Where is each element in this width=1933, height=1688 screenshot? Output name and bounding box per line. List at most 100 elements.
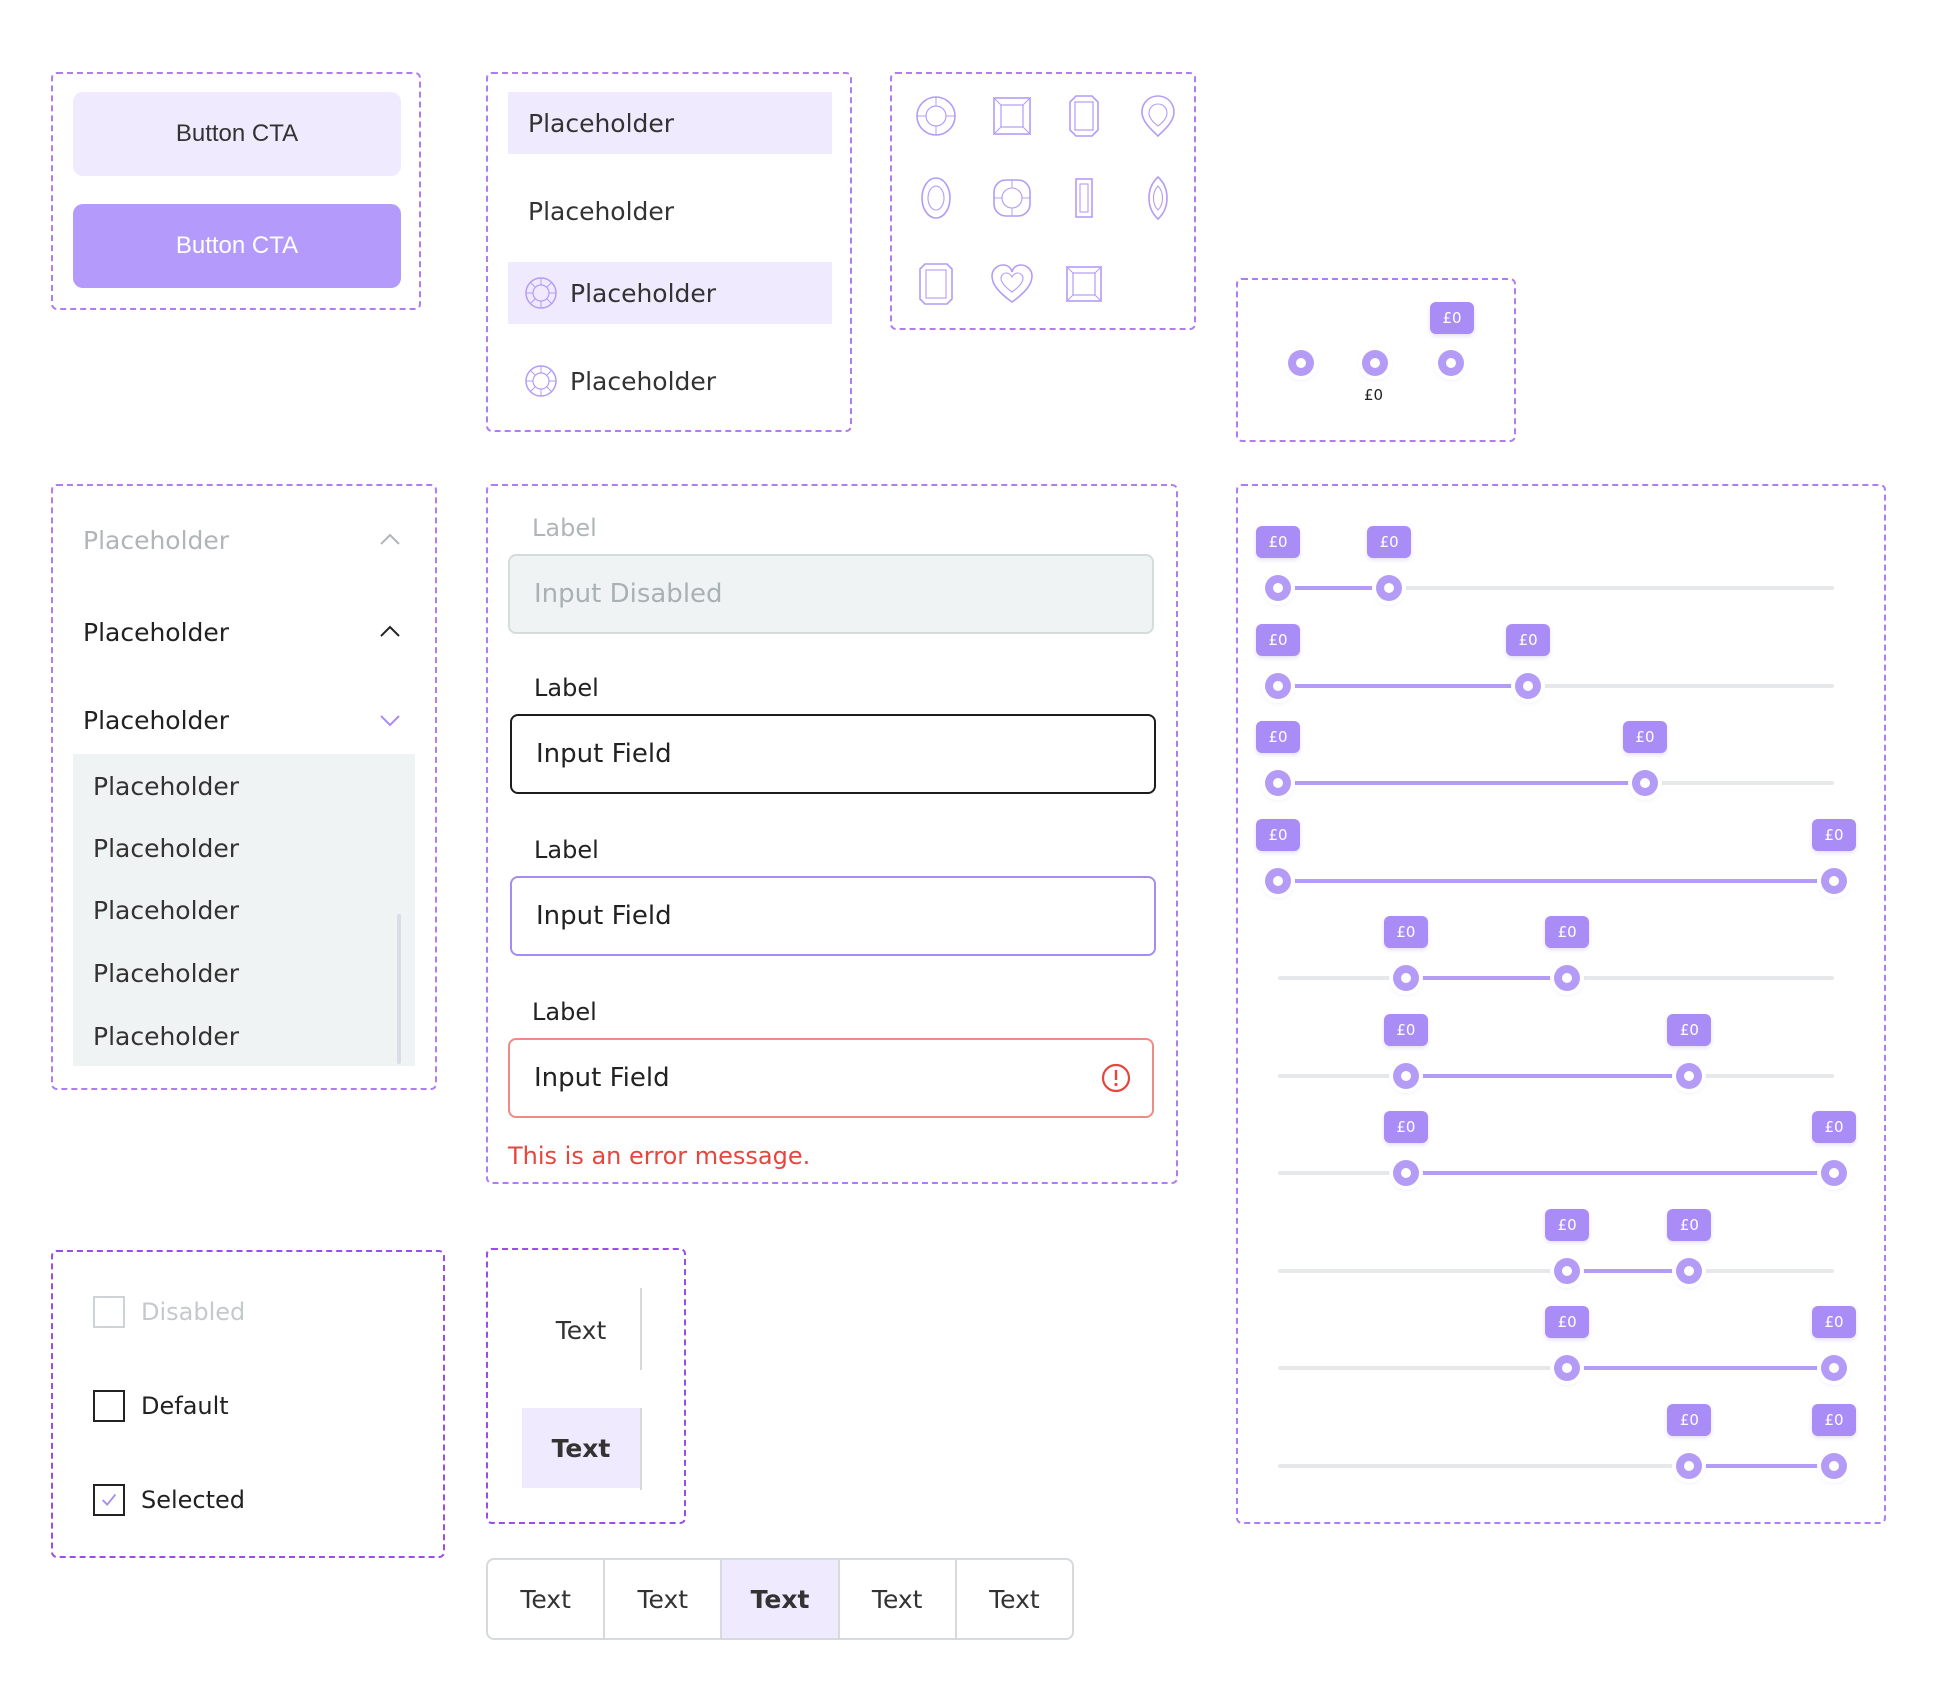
dropdown-scrollbar[interactable] <box>397 914 401 1064</box>
slider-max-handle[interactable] <box>1631 770 1658 796</box>
slider-fill <box>1405 1073 1690 1078</box>
list-item[interactable]: Placeholder <box>508 92 832 154</box>
dropdown-option[interactable]: Placeholder <box>93 959 240 988</box>
checkbox-selected[interactable] <box>93 1484 125 1516</box>
slider-min-handle[interactable] <box>1265 770 1291 796</box>
dropdown-option[interactable]: Placeholder <box>93 896 240 925</box>
checkbox-default[interactable] <box>93 1390 125 1422</box>
slider-min-tooltip: £0 <box>1256 623 1300 656</box>
dropdown-option[interactable]: Placeholder <box>93 834 240 863</box>
slider-track[interactable] <box>1278 1463 1834 1468</box>
oval-shape-icon[interactable] <box>912 174 960 222</box>
slider-min-handle[interactable] <box>1265 575 1291 601</box>
slider-max-handle[interactable] <box>1676 1062 1703 1089</box>
baguette-shape-icon[interactable] <box>1060 174 1108 222</box>
cta-button-primary[interactable]: Button CTA <box>73 204 401 288</box>
error-alert-icon <box>1101 1063 1131 1093</box>
tab-divider <box>640 1288 642 1370</box>
slider-track[interactable] <box>1278 586 1834 590</box>
error-input[interactable]: Input Field <box>508 1038 1154 1118</box>
checkmark-icon <box>101 1493 117 1506</box>
checkbox-group: Disabled Default Selected <box>51 1250 445 1558</box>
slider-min-handle[interactable] <box>1676 1452 1703 1479</box>
list-group: Placeholder Placeholder Placeholder Plac… <box>486 72 852 432</box>
slider-max-handle[interactable] <box>1515 672 1542 699</box>
marquise-shape-icon[interactable] <box>1134 174 1182 222</box>
checkbox-selected-row[interactable]: Selected <box>93 1484 245 1516</box>
heart-shape-icon[interactable] <box>988 260 1036 308</box>
cta-button-light[interactable]: Button CTA <box>73 92 401 176</box>
round-shape-icon[interactable] <box>912 92 960 140</box>
radiant-shape-icon[interactable] <box>912 260 960 308</box>
slider-min-tooltip: £0 <box>1383 1013 1428 1046</box>
segment-option[interactable]: Text <box>605 1560 723 1638</box>
slider-knob[interactable] <box>1362 350 1388 376</box>
slider-min-tooltip: £0 <box>1667 1403 1712 1436</box>
slider-min-handle[interactable] <box>1392 1160 1419 1186</box>
segment-option[interactable]: Text <box>989 1584 1040 1614</box>
slider-max-handle[interactable] <box>1821 1160 1847 1186</box>
slider-min-tooltip: £0 <box>1383 1111 1428 1143</box>
checkbox-disabled <box>93 1296 125 1328</box>
princess-shape-icon[interactable] <box>988 92 1036 140</box>
focused-input[interactable]: Input Field <box>510 714 1156 794</box>
list-item[interactable]: Placeholder <box>508 180 832 242</box>
vertical-tab[interactable]: Text <box>555 1315 607 1345</box>
slider-fill <box>1405 976 1568 980</box>
slider-value-tooltip: £0 <box>1430 302 1474 334</box>
slider-max-handle[interactable] <box>1821 867 1847 894</box>
dropdown-menu: Placeholder Placeholder Placeholder Plac… <box>73 754 415 1066</box>
dropdown-option[interactable]: Placeholder <box>93 1022 240 1051</box>
segment-option[interactable]: Text <box>488 1560 606 1638</box>
slider-min-handle[interactable] <box>1554 1257 1581 1284</box>
slider-max-handle[interactable] <box>1554 965 1581 991</box>
chevron-up-icon <box>380 625 400 637</box>
checkbox-disabled-row: Disabled <box>93 1296 245 1328</box>
slider-track[interactable] <box>1278 683 1834 688</box>
pear-shape-icon[interactable] <box>1134 92 1182 140</box>
active-input[interactable]: Input Field <box>510 876 1156 956</box>
dropdown-disabled: Placeholder <box>83 512 403 568</box>
list-item[interactable]: Placeholder <box>508 350 832 412</box>
slider-max-tooltip: £0 <box>1812 1306 1856 1338</box>
input-label: Label <box>534 674 599 702</box>
dropdown-option[interactable]: Placeholder <box>93 772 240 801</box>
segment-option-selected[interactable]: Text <box>722 1560 840 1638</box>
cushion-shape-icon[interactable] <box>988 174 1036 222</box>
input-fields-group: Label Input Disabled Label Input Field L… <box>486 484 1178 1184</box>
slider-max-handle[interactable] <box>1676 1257 1703 1284</box>
dropdown-default[interactable]: Placeholder <box>83 604 403 660</box>
chevron-down-icon <box>380 715 400 727</box>
buttons-group: Button CTA Button CTA <box>51 72 421 310</box>
input-label: Label <box>534 836 599 864</box>
list-item-label: Placeholder <box>528 196 675 226</box>
vertical-tab-selected[interactable]: Text <box>522 1408 640 1488</box>
dropdown-open[interactable]: Placeholder <box>83 692 403 748</box>
vertical-tabs-group: Text Text <box>486 1248 686 1524</box>
checkbox-label: Default <box>141 1392 229 1420</box>
slider-max-tooltip: £0 <box>1367 526 1412 558</box>
slider-min-handle[interactable] <box>1265 867 1291 894</box>
list-item[interactable]: Placeholder <box>508 262 832 324</box>
slider-max-tooltip: £0 <box>1812 1111 1856 1143</box>
slider-max-handle[interactable] <box>1821 1355 1847 1381</box>
slider-max-tooltip: £0 <box>1506 623 1551 656</box>
slider-min-handle[interactable] <box>1554 1355 1581 1381</box>
slider-knob[interactable] <box>1438 350 1464 376</box>
slider-min-handle[interactable] <box>1392 965 1419 991</box>
segment-option[interactable]: Text <box>840 1560 957 1638</box>
chevron-up-icon <box>380 533 400 545</box>
slider-min-handle[interactable] <box>1392 1062 1419 1089</box>
slider-fill <box>1567 1366 1834 1370</box>
slider-fill <box>1278 586 1390 590</box>
slider-max-tooltip: £0 <box>1667 1013 1712 1046</box>
checkbox-default-row[interactable]: Default <box>93 1390 229 1422</box>
emerald-shape-icon[interactable] <box>1060 92 1108 140</box>
slider-max-handle[interactable] <box>1376 575 1403 601</box>
slider-min-tooltip: £0 <box>1545 1306 1590 1338</box>
slider-max-tooltip: £0 <box>1812 818 1856 851</box>
slider-max-handle[interactable] <box>1821 1452 1847 1479</box>
slider-knob[interactable] <box>1288 350 1314 376</box>
asscher-shape-icon[interactable] <box>1060 260 1108 308</box>
slider-min-handle[interactable] <box>1265 672 1291 699</box>
